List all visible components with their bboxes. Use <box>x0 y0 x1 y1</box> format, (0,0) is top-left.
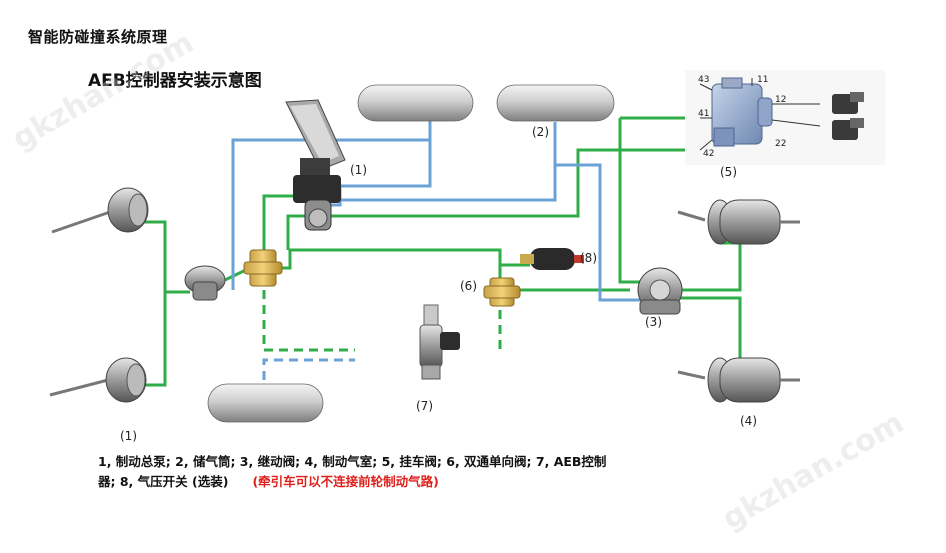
relay-valve <box>637 267 683 315</box>
port-label-11: 11 <box>757 75 768 85</box>
port-label-22: 22 <box>775 139 786 149</box>
legend-line-2-row: 器; 8, 气压开关 (选装) (牵引车可以不连接前轮制动气路) <box>98 472 858 492</box>
label-aeb-controller: (7) <box>416 399 433 413</box>
port-label-43: 43 <box>698 75 709 85</box>
quick-release-valve-left <box>184 265 226 301</box>
aeb-controller <box>419 304 460 380</box>
spring-chamber-right-bottom <box>677 357 800 403</box>
label-brake-chamber: (4) <box>740 414 757 428</box>
dashed-blue-line <box>262 358 355 395</box>
brake-chamber-left-top <box>51 187 149 234</box>
label-left-chamber: (1) <box>120 429 137 443</box>
double-check-valve <box>483 277 521 307</box>
page-title: 智能防碰撞系统原理 <box>28 28 168 46</box>
spring-chamber-right-top <box>677 199 800 245</box>
brake-master-valve <box>285 99 346 231</box>
green-air-lines <box>135 116 742 387</box>
brass-tee-left <box>243 249 283 287</box>
legend-note: (牵引车可以不连接前轮制动气路) <box>252 474 439 489</box>
legend-line-1: 1, 制动总泵; 2, 储气筒; 3, 继动阀; 4, 制动气室; 5, 挂车阀… <box>98 454 607 469</box>
trailer-valve-panel <box>685 70 885 165</box>
diagram-subtitle: AEB控制器安装示意图 <box>88 71 262 91</box>
air-tank-top-2 <box>496 84 615 122</box>
label-pressure-switch: (8) <box>580 251 597 265</box>
port-label-12: 12 <box>775 95 786 105</box>
port-label-41: 41 <box>698 109 709 119</box>
brake-chamber-left-bottom <box>49 357 147 403</box>
label-master-pump: (1) <box>350 163 367 177</box>
legend: 1, 制动总泵; 2, 储气筒; 3, 继动阀; 4, 制动气室; 5, 挂车阀… <box>98 452 858 492</box>
air-tank-bottom <box>207 383 324 423</box>
legend-line-2: 器; 8, 气压开关 (选装) <box>98 474 229 489</box>
label-trailer-valve: (5) <box>720 165 737 179</box>
watermark-left: gkzhan.com <box>7 25 200 157</box>
air-tank-top-1 <box>357 84 474 122</box>
pressure-switch <box>520 248 584 270</box>
port-label-42: 42 <box>703 149 714 159</box>
label-air-tank: (2) <box>532 125 549 139</box>
label-check-valve: (6) <box>460 279 477 293</box>
dashed-green-lines <box>262 290 502 352</box>
label-relay-valve: (3) <box>645 315 662 329</box>
